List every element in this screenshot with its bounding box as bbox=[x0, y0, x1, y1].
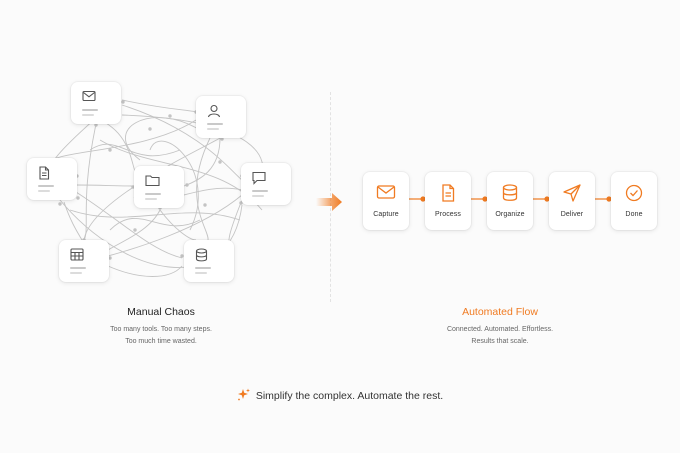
send-icon bbox=[563, 184, 581, 202]
database-icon bbox=[195, 248, 208, 262]
flow-step-label: Done bbox=[625, 211, 643, 218]
flow-step-label: Capture bbox=[373, 211, 399, 218]
user-icon bbox=[207, 104, 221, 118]
flow-step-label: Process bbox=[435, 211, 461, 218]
table-card bbox=[59, 240, 109, 282]
mail-card bbox=[71, 82, 121, 124]
user-card bbox=[196, 96, 246, 138]
flow-step-organize: Organize bbox=[487, 172, 533, 230]
database-icon bbox=[502, 184, 518, 201]
transition-arrow-icon bbox=[316, 193, 342, 211]
flow-subtitle-line2: Results that scale. bbox=[471, 337, 529, 345]
mail-icon bbox=[82, 90, 96, 102]
database-card bbox=[184, 240, 234, 282]
flow-step-label: Organize bbox=[495, 211, 525, 218]
chat-icon bbox=[252, 171, 266, 185]
flow-step-done: Done bbox=[611, 172, 657, 230]
chat-card bbox=[241, 163, 291, 205]
document-icon bbox=[442, 184, 455, 202]
section-divider bbox=[330, 92, 331, 302]
flow-step-label: Deliver bbox=[560, 211, 584, 218]
mail-icon bbox=[376, 185, 396, 199]
chaos-subtitle-line1: Too many tools. Too many steps. bbox=[110, 326, 212, 333]
flow-step-deliver: Deliver bbox=[549, 172, 595, 230]
document-icon bbox=[39, 166, 50, 180]
sparkle-icon bbox=[237, 388, 250, 401]
footer-tagline-text: Simplify the complex. Automate the rest. bbox=[255, 390, 444, 402]
flow-step-capture: Capture bbox=[363, 172, 409, 230]
footer-tagline: Simplify the complex. Automate the rest. bbox=[0, 388, 680, 402]
flow-title: Automated Flow bbox=[462, 306, 538, 318]
table-icon bbox=[70, 248, 84, 261]
flow-subtitle: Connected. Automated. Effortless. Result… bbox=[400, 324, 600, 347]
flow-subtitle-line1: Connected. Automated. Effortless. bbox=[446, 326, 554, 333]
folder-icon bbox=[145, 175, 160, 187]
chaos-subtitle: Too many tools. Too many steps. Too much… bbox=[61, 324, 261, 347]
chaos-subtitle-line2: Too much time wasted. bbox=[125, 337, 197, 345]
check-circle-icon bbox=[625, 184, 643, 202]
chaos-title: Manual Chaos bbox=[127, 306, 195, 318]
document-card bbox=[27, 158, 77, 200]
flow-step-process: Process bbox=[425, 172, 471, 230]
folder-card bbox=[134, 166, 184, 208]
